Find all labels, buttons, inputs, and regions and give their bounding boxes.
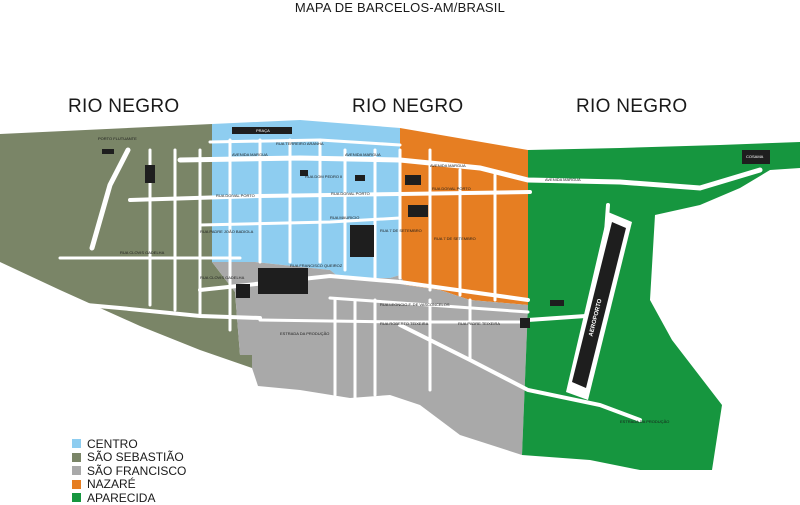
legend-item-sao-sebastiao: SÃO SEBASTIÃO: [72, 450, 186, 465]
building-block-aparecida: [520, 318, 530, 328]
legend-item-sao-francisco: SÃO FRANCISCO: [72, 464, 186, 478]
label-sete-setembro-1: RUA 7 DE SETEMBRO: [380, 228, 422, 233]
legend-swatch: [72, 466, 81, 476]
label-mauricio: RUA MAURICIO: [330, 215, 359, 220]
building-blocks: [102, 127, 770, 328]
map-legend: CENTRO SÃO SEBASTIÃO SÃO FRANCISCO NAZAR…: [72, 437, 186, 505]
label-francisco-queiroz: RUA FRANCISCO QUEIROZ: [290, 263, 343, 268]
district-sao-francisco[interactable]: [212, 262, 528, 455]
airport-runway-strip: [572, 222, 626, 388]
label-avenida-margua-4: AVENIDA MARGUA: [545, 177, 581, 182]
label-padre-teixeira: RUA PADRE TEIXEIRA: [458, 321, 500, 326]
building-cosama: [742, 150, 770, 164]
label-avenida-margua-1: AVENIDA MARGUA: [232, 152, 268, 157]
label-estrada-2: ESTRADA DA PRODUÇÃO: [620, 419, 669, 424]
label-doival-porto-1: RUA DOIVAL PORTO: [216, 193, 255, 198]
main-road[interactable]: [89, 147, 131, 251]
building-large-block: [350, 225, 374, 257]
district-aparecida[interactable]: [522, 142, 800, 470]
building-block-west-2: [236, 284, 250, 298]
legend-label: APARECIDA: [87, 490, 156, 505]
label-doival-porto-3: RUA DOIVAL PORTO: [432, 186, 471, 191]
label-padre-joao: RUA PADRE JOÃO BADIOLA: [200, 229, 254, 234]
place-praca: PRAÇA: [256, 128, 270, 133]
place-porto: PORTO FLUTUANTE: [98, 136, 137, 141]
street-estrada[interactable]: [398, 323, 642, 422]
vertical-streets[interactable]: [148, 138, 497, 400]
river-label-center: RIO NEGRO: [352, 96, 464, 117]
label-estrada-1: ESTRADA DA PRODUÇÃO: [280, 331, 329, 336]
place-labels: PORTO FLUTUANTE PRAÇA COSAMA: [98, 128, 764, 159]
street-doival-porto[interactable]: [128, 190, 532, 202]
street-labels: RUA TERREIRO ARANHA AVENIDA MARGUA AVENI…: [120, 141, 669, 424]
place-cosama: COSAMA: [746, 154, 764, 159]
building-block-west-1: [145, 165, 155, 183]
building-block-south: [258, 268, 308, 294]
airport: AEROPORTO: [566, 212, 632, 400]
label-clovis-gadelha-1: RUA CLOVIS GADELHA: [120, 250, 165, 255]
label-clovis-gadelha-2: RUA CLOVIS GADELHA: [200, 275, 245, 280]
building-block-nazare-2: [408, 205, 428, 217]
legend-swatch: [72, 452, 81, 462]
riverside-avenue[interactable]: [177, 155, 763, 191]
label-avenida-margua-3: AVENIDA MARGUA: [430, 163, 466, 168]
map-title: MAPA DE BARCELOS-AM/BRASIL: [294, 0, 506, 15]
label-avenida-margua-2: AVENIDA MARGUA: [345, 152, 381, 157]
label-terreno: RUA TERREIRO ARANHA: [276, 141, 324, 146]
building-praca: [232, 127, 292, 134]
legend-item-centro: CENTRO: [72, 437, 186, 451]
river-label-east: RIO NEGRO: [576, 96, 688, 117]
label-dom-pedro: RUA DOM PEDRO II: [305, 174, 342, 179]
legend-label: NAZARÉ: [87, 477, 136, 492]
legend-item-aparecida: APARECIDA: [72, 491, 186, 505]
legend-swatch: [72, 439, 81, 449]
legend-label: SÃO SEBASTIÃO: [87, 450, 184, 465]
district-sao-sebastiao[interactable]: [0, 124, 252, 368]
label-sete-setembro-2: RUA 7 DE SETEMBRO: [434, 236, 476, 241]
label-doival-porto-2: RUA DOIVAL PORTO: [331, 191, 370, 196]
legend-swatch: [72, 493, 81, 503]
label-leoncio: RUA LEONCIO F. DE VASCONCELOS: [380, 302, 450, 307]
building-block-nazare-1: [405, 175, 421, 185]
building-block-aparecida-2: [550, 300, 564, 306]
river-label-west: RIO NEGRO: [68, 96, 180, 117]
building-porto: [102, 149, 114, 154]
building-block-centro-2: [355, 175, 365, 181]
building-block-centro-1: [300, 170, 308, 176]
legend-label: SÃO FRANCISCO: [87, 463, 187, 478]
legend-item-nazare: NAZARÉ: [72, 477, 186, 492]
street-roberto[interactable]: [258, 318, 522, 324]
street-mauricio[interactable]: [198, 216, 402, 227]
legend-swatch: [72, 479, 81, 489]
label-roberto: RUA ROBERTO TEIXEIRA: [380, 321, 429, 326]
legend-label: CENTRO: [87, 436, 138, 451]
